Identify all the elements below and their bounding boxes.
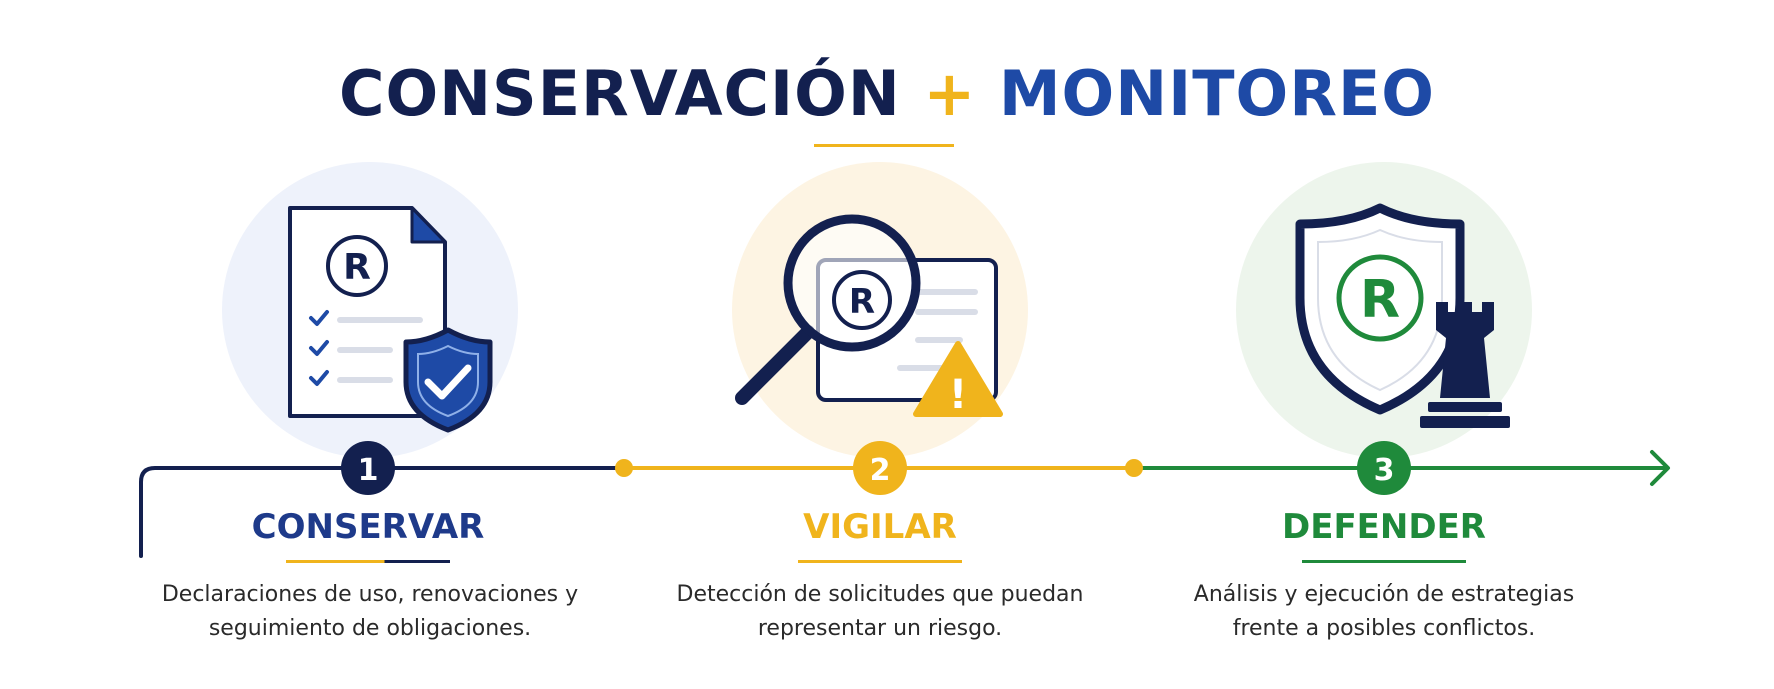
- timeline-arrow-icon: [1650, 450, 1670, 486]
- step-1-description: Declaraciones de uso, renovaciones y seg…: [161, 582, 579, 641]
- step-3-title: DEFENDER: [1282, 507, 1486, 547]
- timeline-dot-2: [1125, 459, 1143, 477]
- step-2-underline: [798, 560, 962, 563]
- shield-rook-icon: R: [1295, 203, 1510, 428]
- timeline-dot-1: [615, 459, 633, 477]
- step-2-number: 2: [870, 453, 891, 488]
- title-plus: +: [923, 57, 977, 130]
- step-3-number: 3: [1374, 453, 1395, 488]
- svg-text:R: R: [1360, 270, 1400, 330]
- title-underline: [814, 144, 954, 147]
- document-check-shield-icon: R: [288, 206, 493, 433]
- step-2-title: VIGILAR: [803, 507, 957, 547]
- step-1-badge: 1: [341, 441, 395, 495]
- step-1-number: 1: [358, 453, 379, 488]
- svg-text:R: R: [343, 247, 371, 288]
- step-2-badge: 2: [853, 441, 907, 495]
- svg-text:R: R: [849, 282, 875, 322]
- step-1-underline: [286, 560, 450, 563]
- magnifier-warning-icon: R !: [735, 214, 1003, 418]
- step-1-title: CONSERVAR: [251, 507, 485, 547]
- title-conservacion: CONSERVACIÓN: [338, 57, 901, 130]
- step-3-description: Análisis y ejecución de estrategias fren…: [1193, 582, 1575, 641]
- step-2-description: Detección de solicitudes que puedan repr…: [676, 582, 1084, 641]
- step-3-badge: 3: [1357, 441, 1411, 495]
- title-monitoreo: MONITOREO: [998, 57, 1436, 130]
- page-title: CONSERVACIÓN + MONITOREO: [0, 48, 1774, 140]
- step-3-underline: [1302, 560, 1466, 563]
- svg-text:!: !: [949, 372, 967, 418]
- timeline-segment-1: [139, 466, 624, 558]
